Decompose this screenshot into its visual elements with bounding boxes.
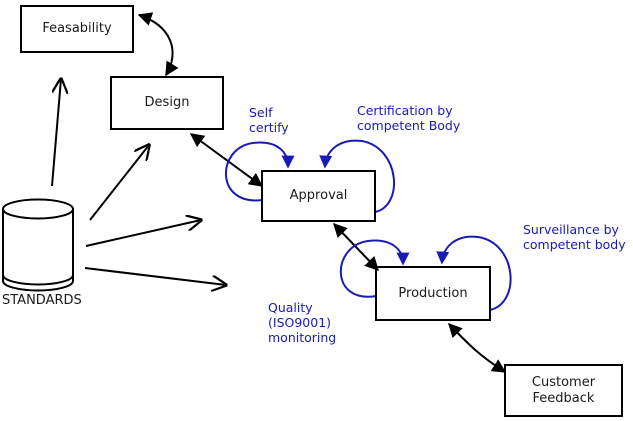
annotation-self-certify: Self certify bbox=[249, 105, 289, 135]
edge-feasability-design bbox=[137, 12, 179, 77]
edge-production-customer-feedback bbox=[448, 322, 507, 373]
node-customer-feedback[interactable]: Customer Feedback bbox=[504, 364, 623, 417]
node-customer-feedback-label: Customer Feedback bbox=[531, 374, 596, 406]
node-design[interactable]: Design bbox=[110, 76, 224, 130]
edge-standards-feasability bbox=[51, 79, 61, 187]
loop-certification-competent-body bbox=[319, 139, 395, 213]
edge-approval-production bbox=[333, 222, 379, 272]
annotation-certification-competent-body: Certification by competent Body bbox=[357, 103, 461, 133]
loop-quality-monitoring bbox=[339, 239, 410, 298]
node-feasability-label: Feasability bbox=[42, 21, 112, 36]
node-approval-label: Approval bbox=[289, 188, 348, 203]
edge-standards-approval bbox=[85, 220, 201, 247]
node-production[interactable]: Production bbox=[375, 266, 491, 321]
node-production-label: Production bbox=[398, 285, 468, 301]
edge-standards-design bbox=[89, 145, 149, 221]
loop-surveillance-competent-body bbox=[436, 235, 512, 311]
node-approval[interactable]: Approval bbox=[261, 170, 376, 222]
loop-self-certify bbox=[225, 141, 295, 202]
annotation-surveillance-competent-body: Surveillance by competent body bbox=[523, 222, 626, 252]
standards-cylinder-shape bbox=[2, 198, 74, 292]
node-standards-label: STANDARDS bbox=[2, 293, 82, 308]
node-feasability[interactable]: Feasability bbox=[20, 5, 134, 53]
edge-standards-production bbox=[84, 267, 226, 285]
edge-design-approval bbox=[189, 133, 264, 187]
node-design-label: Design bbox=[144, 95, 190, 110]
annotation-quality-monitoring: Quality (ISO9001) monitoring bbox=[268, 300, 337, 345]
